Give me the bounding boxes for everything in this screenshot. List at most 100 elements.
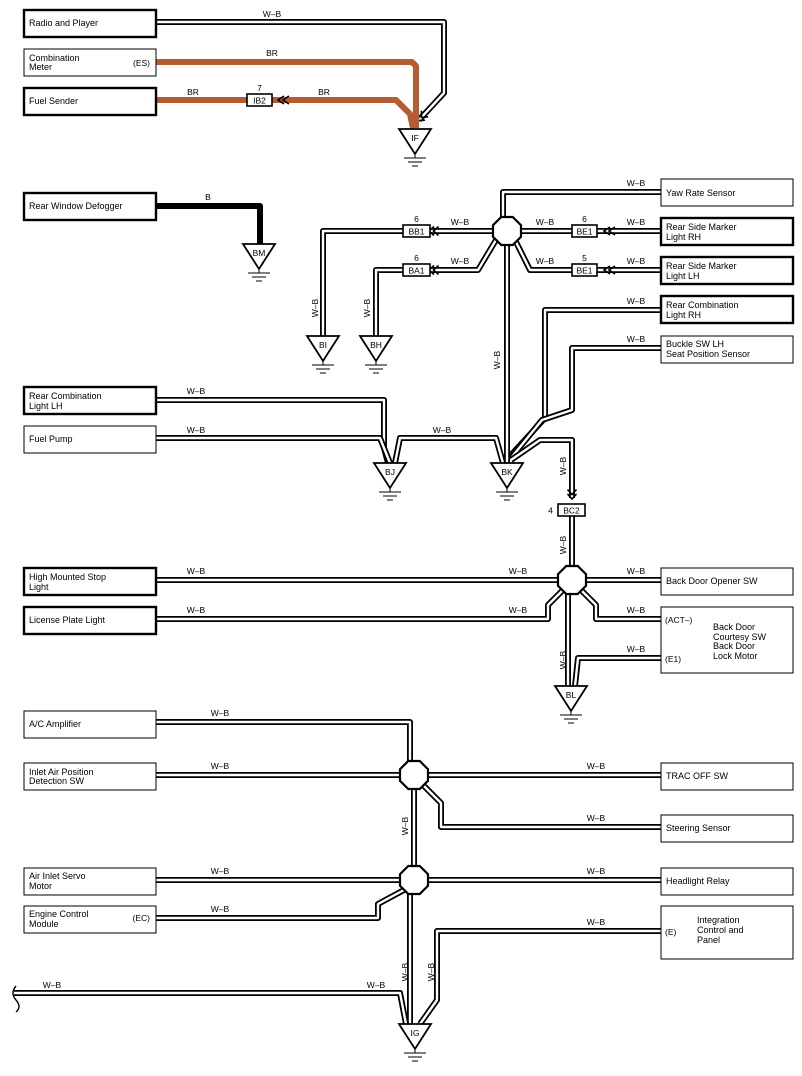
wire-bk-bc2-wb-arrow [566,488,578,501]
ground-bi: BI [305,335,341,374]
splice-middle-lower [398,759,430,791]
splice-points [398,215,588,896]
box-integration-panel-label-1: Integration [697,915,740,925]
label-rear-lh-wb: W–B [187,386,206,396]
label-meter-br: BR [266,48,278,58]
box-back-door-courtesy-label-2: Courtesy SW [713,632,767,642]
box-rear-side-marker-rh-label-1: Rear Side Marker [666,222,737,232]
label-radio-wb: W–B [263,9,282,19]
label-ig-wb-left: W–B [400,962,410,981]
box-back-door-courtesy-label-4: Lock Motor [713,651,758,661]
connector-ba1-pin: 6 [414,253,419,263]
connector-be1-lh-pin: 5 [582,253,587,263]
label-e1-wb: W–B [627,644,646,654]
label-ac-wb: W–B [211,708,230,718]
label-bj-bk-wb: W–B [433,425,452,435]
box-ac-amplifier: A/C Amplifier [23,710,157,739]
label-left-wb-right: W–B [367,980,386,990]
wire-bj-bk-wb [392,435,506,464]
pin-back-door-e1: (E1) [665,654,681,664]
wire-ac-amplifier-wb [156,719,413,762]
label-ecm-wb: W–B [211,904,230,914]
label-opener-wb: W–B [627,566,646,576]
connector-ib2-label: IB2 [253,96,266,106]
label-steering-wb: W–B [587,813,606,823]
connector-bc2-label: BC2 [563,506,580,516]
box-combination-meter-label-1: Combination [29,53,80,63]
wire-break-symbol [12,985,20,1013]
label-bb1-wb: W–B [451,217,470,227]
connector-be1-lh-label: BE1 [576,266,592,276]
label-fuel-pump-wb: W–B [187,425,206,435]
ground-if: IF [397,128,433,167]
wire-ba1-bh-wb [373,267,403,336]
label-ba1-wb: W–B [451,256,470,266]
label-headlight-wb: W–B [587,866,606,876]
label-rh-wb-left: W–B [536,217,555,227]
pin-engine-control-ec: (EC) [133,913,151,923]
wire-splice-bb1-wb [427,225,493,237]
pin-combination-meter-es: (ES) [133,58,150,68]
box-rear-side-marker-lh-label-1: Rear Side Marker [666,261,737,271]
ground-bh: BH [358,335,394,374]
wire-engine-control-wb [156,887,406,921]
connector-ba1-label: BA1 [408,266,424,276]
ground-bm-label: BM [253,248,266,258]
label-license-wb-right: W–B [509,605,528,615]
splice-upper-right [491,215,523,247]
ground-bm: BM [241,243,277,282]
box-steering-sensor-label-1: Steering Sensor [666,823,731,833]
wire-fuel-sender-br-ground [271,97,416,129]
box-inlet-air-position-label-1: Inlet Air Position [29,767,94,777]
be1-arrows [602,226,616,275]
box-rear-window-defogger-label-1: Rear Window Defogger [29,201,123,211]
box-air-inlet-servo-label-2: Motor [29,881,52,891]
splice-bc2 [556,564,588,596]
box-rear-window-defogger: Rear Window Defogger [22,191,158,222]
wire-courtesy-wb [579,588,661,622]
box-yaw-rate-sensor: Yaw Rate Sensor [660,178,794,207]
wire-left-ig-wb [14,990,409,1025]
box-air-inlet-servo-label-1: Air Inlet Servo [29,871,86,881]
box-buckle-sw-lh-label-1: Buckle SW LH [666,339,724,349]
ground-bj-label: BJ [385,467,395,477]
box-rear-combination-rh-label-2: Light RH [666,310,701,320]
ground-bk-label: BK [501,467,513,477]
label-high-stop-wb-right: W–B [509,566,528,576]
connector-ib2-pin: 7 [257,83,262,93]
box-license-plate: License Plate Light [22,605,158,636]
ground-bi-label: BI [319,340,327,350]
box-radio-player-label-1: Radio and Player [29,18,98,28]
label-bc2-in-wb: W–B [558,456,568,475]
label-license-wb: W–B [187,605,206,615]
ground-bl: BL [553,685,589,724]
wire-integration-ig-wb [417,928,661,1026]
box-steering-sensor: Steering Sensor [660,814,794,843]
label-sender-br-left: BR [187,87,199,97]
splice-lower [398,864,430,896]
wires-layer [12,19,661,1026]
label-ig-wb-right: W–B [426,962,436,981]
wire-buckle-sw-wb [508,345,661,460]
box-back-door-courtesy-label-3: Back Door [713,641,755,651]
box-high-mounted-stop-label-2: Light [29,582,49,592]
wire-be1-lh-splice-wb [513,240,572,273]
box-trac-off-label-1: TRAC OFF SW [666,771,728,781]
box-fuel-pump-label-1: Fuel Pump [29,434,73,444]
connector-be1-rh-pin: 6 [582,214,587,224]
label-yaw-wb: W–B [627,178,646,188]
box-rear-combination-rh-label-1: Rear Combination [666,300,739,310]
label-courtesy-wb: W–B [627,605,646,615]
